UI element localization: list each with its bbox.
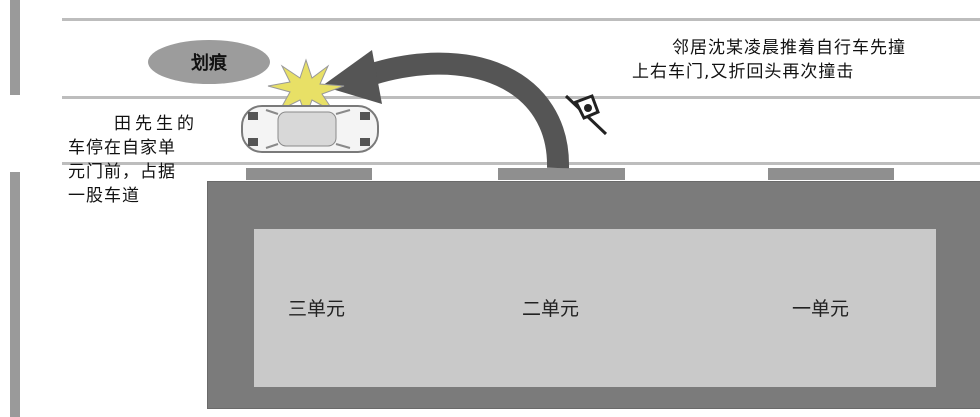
owner-note-line2: 车停在自家单 [68, 138, 176, 158]
bicycle-icon [564, 94, 608, 136]
car-icon [241, 105, 379, 153]
unit3-door [246, 168, 372, 180]
owner-note-line3: 元门前，占据 [68, 162, 176, 182]
owner-note-line4: 一股车道 [68, 186, 140, 206]
scratch-bubble: 划痕 [148, 40, 270, 84]
owner-note: 田先生的 车停在自家单 元门前，占据 一股车道 [68, 112, 198, 208]
left-edge-bar-top [10, 0, 20, 95]
unit3-label: 三单元 [288, 298, 346, 320]
owner-note-line1: 田先生的 [114, 114, 198, 134]
left-edge-bar-bottom [10, 172, 20, 417]
neighbor-note: 邻居沈某凌晨推着自行车先撞 上右车门,又折回头再次撞击 [632, 36, 906, 84]
neighbor-note-line1: 邻居沈某凌晨推着自行车先撞 [672, 38, 906, 58]
road-line-top [62, 18, 980, 21]
building-inner [254, 229, 936, 387]
road-line-bottom [62, 162, 980, 165]
neighbor-note-line2: 上右车门,又折回头再次撞击 [632, 62, 855, 82]
scratch-label: 划痕 [191, 53, 227, 74]
unit1-label: 一单元 [792, 298, 850, 320]
unit2-door [498, 168, 625, 180]
unit2-label: 二单元 [522, 298, 580, 320]
unit1-door [768, 168, 894, 180]
